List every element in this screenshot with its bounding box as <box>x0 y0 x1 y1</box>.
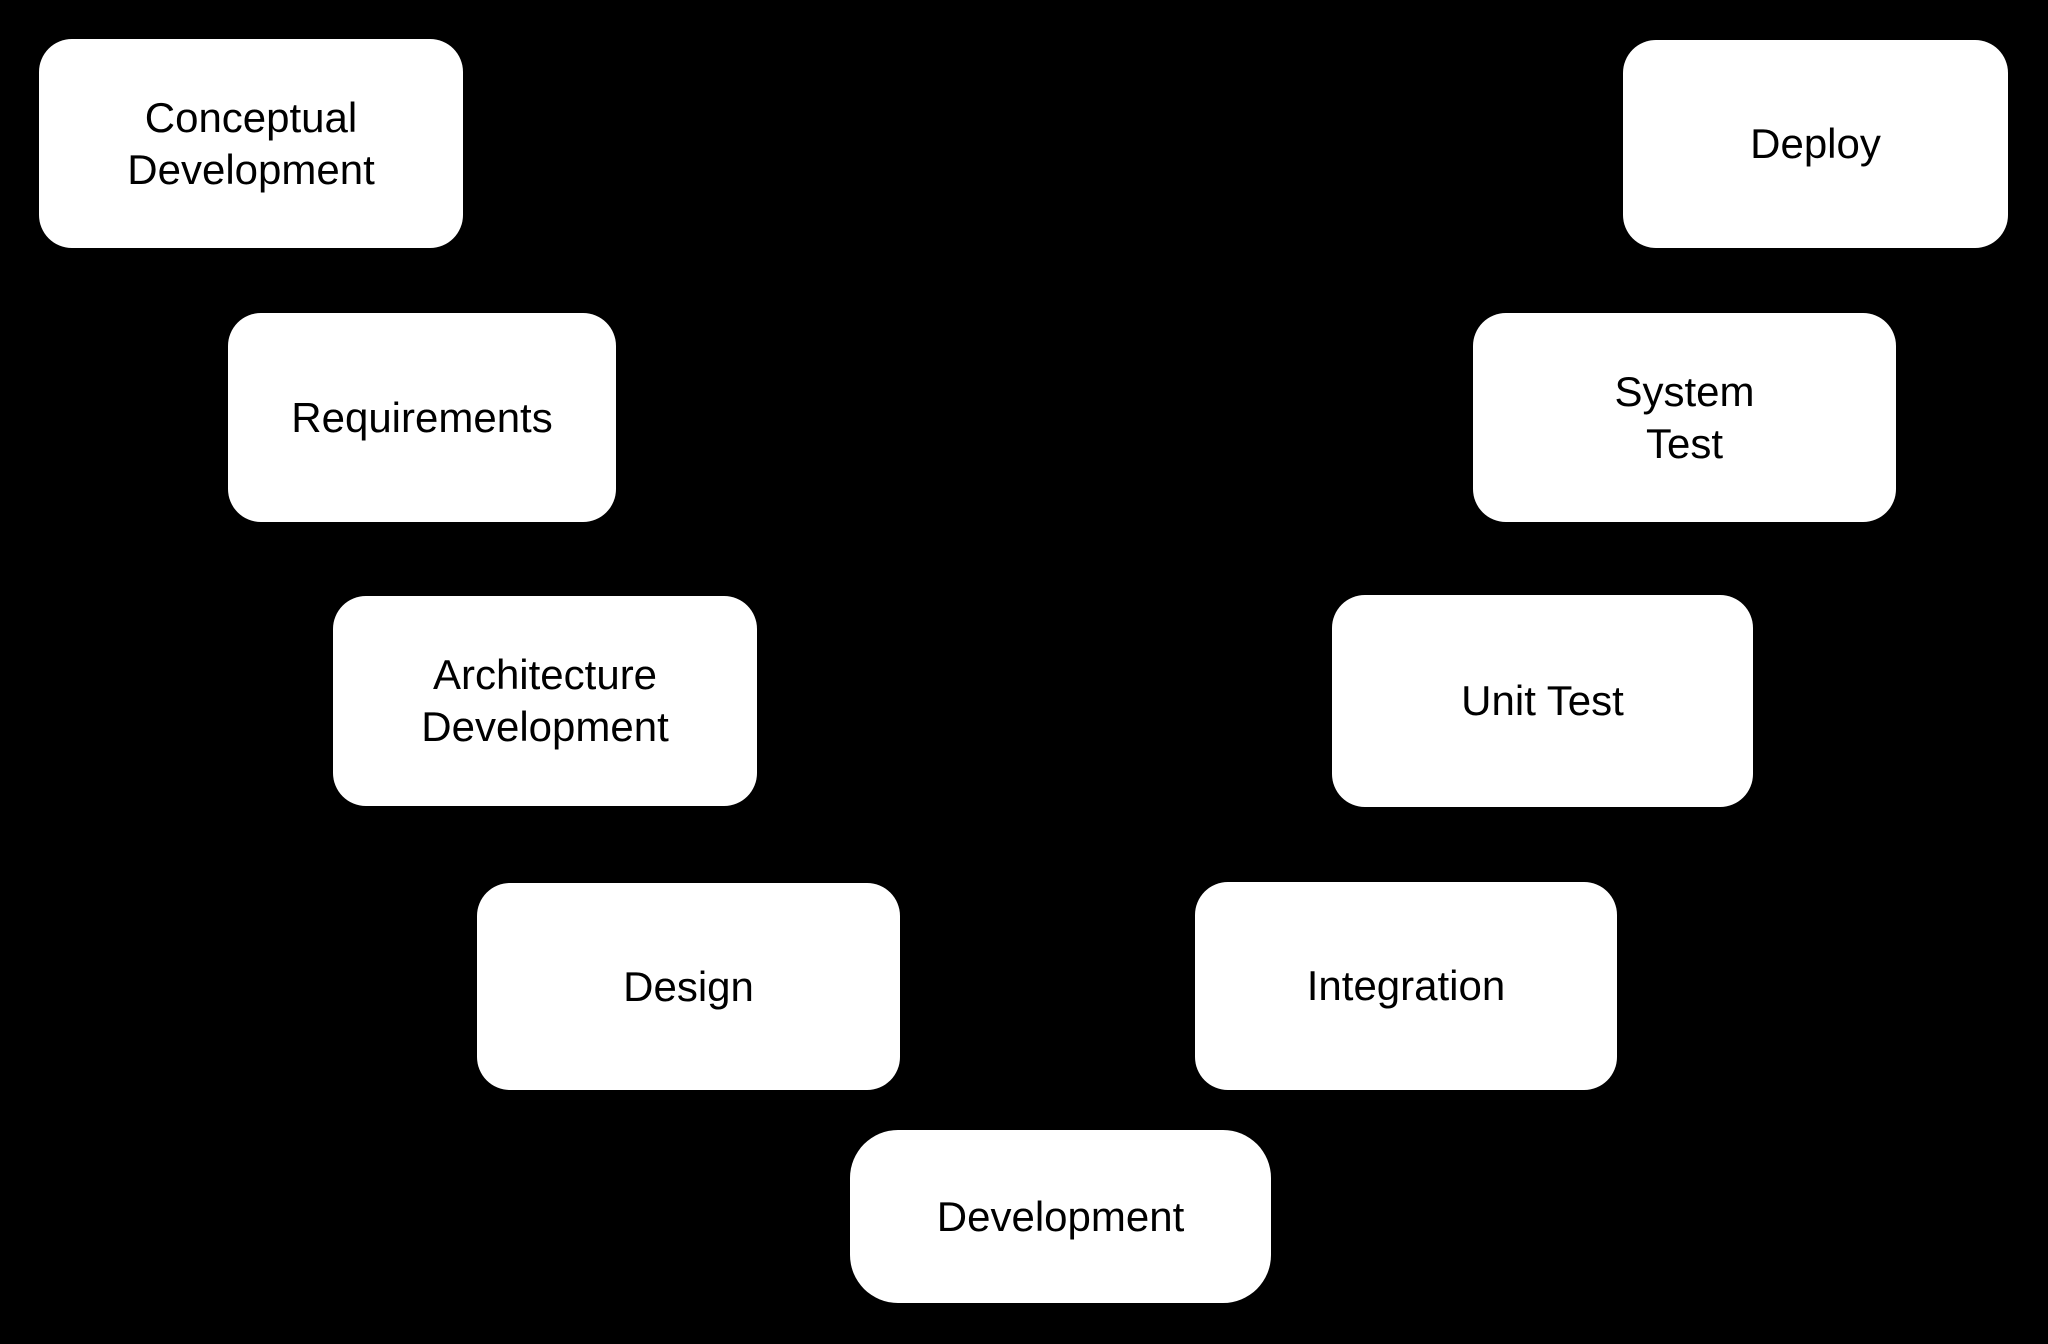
node-label-line: Requirements <box>291 393 553 441</box>
node-label: System Test <box>1614 366 1754 470</box>
node-integration: Integration <box>1195 882 1617 1090</box>
node-label-line: Design <box>623 962 754 1010</box>
node-label-line: Deploy <box>1750 120 1881 167</box>
node-label-line: Development <box>936 1192 1185 1240</box>
node-label: Conceptual Development <box>127 92 374 196</box>
node-development: Development <box>850 1130 1271 1303</box>
node-label-line: Development <box>127 145 375 193</box>
node-design: Design <box>477 883 900 1090</box>
node-label-line: Unit Test <box>1461 677 1624 724</box>
node-label-line: Integration <box>1306 962 1506 1009</box>
node-unit-test: Unit Test <box>1332 595 1753 807</box>
node-label: Design <box>623 961 754 1013</box>
node-label: Unit Test <box>1461 675 1624 727</box>
node-system-test: System Test <box>1473 313 1896 522</box>
node-label-line: System <box>1614 367 1755 415</box>
node-label: Requirements <box>291 392 552 444</box>
node-label-line: Architecture <box>432 651 658 698</box>
node-architecture-development: Architecture Development <box>333 596 757 806</box>
node-deploy: Deploy <box>1623 40 2008 248</box>
node-label: Integration <box>1307 960 1505 1012</box>
node-label: Architecture Development <box>421 649 668 753</box>
node-requirements: Requirements <box>228 313 616 522</box>
node-label-line: Test <box>1645 419 1724 467</box>
node-label-line: Conceptual <box>144 93 358 141</box>
node-label-line: Development <box>421 703 669 750</box>
node-label: Development <box>937 1191 1184 1243</box>
node-conceptual-development: Conceptual Development <box>39 39 463 248</box>
node-label: Deploy <box>1750 118 1881 170</box>
